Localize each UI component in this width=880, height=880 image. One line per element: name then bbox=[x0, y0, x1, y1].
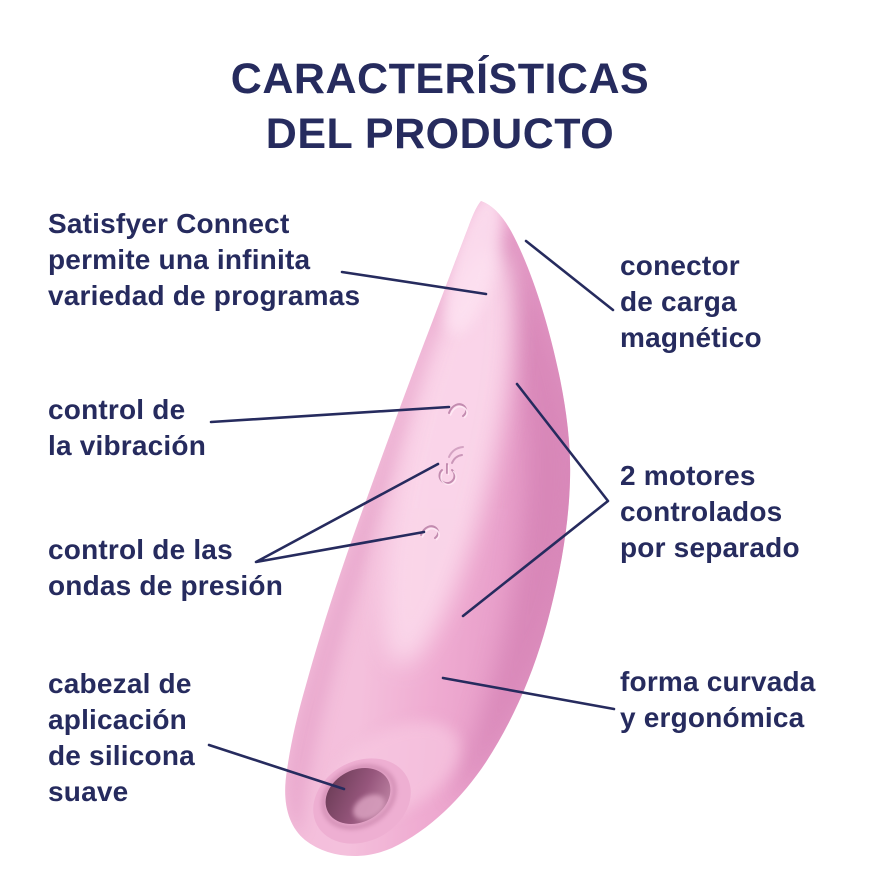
callout-text-line: aplicación bbox=[48, 704, 187, 735]
callout-text-line: cabezal de bbox=[48, 668, 192, 699]
callout-text-line: Satisfyer Connect bbox=[48, 208, 290, 239]
callout-vibration-control: control de la vibración bbox=[48, 392, 206, 464]
callout-ergonomic-shape: forma curvada y ergonómica bbox=[620, 664, 816, 736]
callout-two-motors: 2 motores controlados por separado bbox=[620, 458, 800, 566]
callout-text-line: magnético bbox=[620, 322, 762, 353]
product-right-shading bbox=[452, 231, 571, 800]
leader-line-silicone-head bbox=[207, 743, 346, 791]
callout-text-line: conector bbox=[620, 250, 740, 281]
callout-text-line: por separado bbox=[620, 532, 800, 563]
leader-line-two-motors bbox=[461, 382, 610, 618]
leader-line-vibration-control bbox=[209, 405, 451, 424]
leader-line-pressure-wave-control bbox=[254, 462, 440, 564]
callout-text-line: la vibración bbox=[48, 430, 207, 461]
callout-text-line: y ergonómica bbox=[620, 702, 805, 733]
page-title-line1: CARACTERÍSTICAS bbox=[230, 55, 650, 103]
callout-text-line: controlados bbox=[620, 496, 783, 527]
callout-satisfyer-connect: Satisfyer Connect permite una infinita v… bbox=[48, 206, 360, 314]
product-highlight bbox=[382, 245, 514, 665]
callout-text-line: variedad de programas bbox=[48, 280, 361, 311]
callout-text-line: de silicona bbox=[48, 740, 195, 771]
leader-line-satisfyer-connect bbox=[340, 270, 488, 296]
callout-text-line: forma curvada bbox=[620, 666, 816, 697]
opening-inner-rim-shadow bbox=[321, 764, 397, 830]
pressure-wave-icon bbox=[420, 525, 440, 541]
callout-text-line: 2 motores bbox=[620, 460, 756, 491]
callout-text-line: ondas de presión bbox=[48, 570, 284, 601]
callout-text-line: permite una infinita bbox=[48, 244, 311, 275]
leader-line-ergonomic-shape bbox=[441, 676, 616, 711]
callout-text-line: suave bbox=[48, 776, 129, 807]
callout-silicone-head: cabezal de aplicación de silicona suave bbox=[48, 666, 195, 810]
callout-text-line: de carga bbox=[620, 286, 737, 317]
opening-cavity-reflection bbox=[353, 794, 385, 820]
page-title-line2: DEL PRODUCTO bbox=[265, 110, 615, 158]
callout-magnetic-charger: conector de carga magnético bbox=[620, 248, 762, 356]
power-icon bbox=[438, 446, 464, 486]
silicone-head-opening bbox=[313, 758, 411, 844]
page-title: CARACTERÍSTICAS DEL PRODUCTO bbox=[0, 52, 880, 162]
callout-text-line: control de bbox=[48, 394, 186, 425]
vibration-wave-icon bbox=[448, 403, 468, 419]
callout-text-line: control de las bbox=[48, 534, 233, 565]
product-tip-highlight bbox=[445, 201, 503, 335]
callout-pressure-wave-control: control de las ondas de presión bbox=[48, 532, 283, 604]
leader-line-magnetic-charger bbox=[524, 239, 615, 312]
